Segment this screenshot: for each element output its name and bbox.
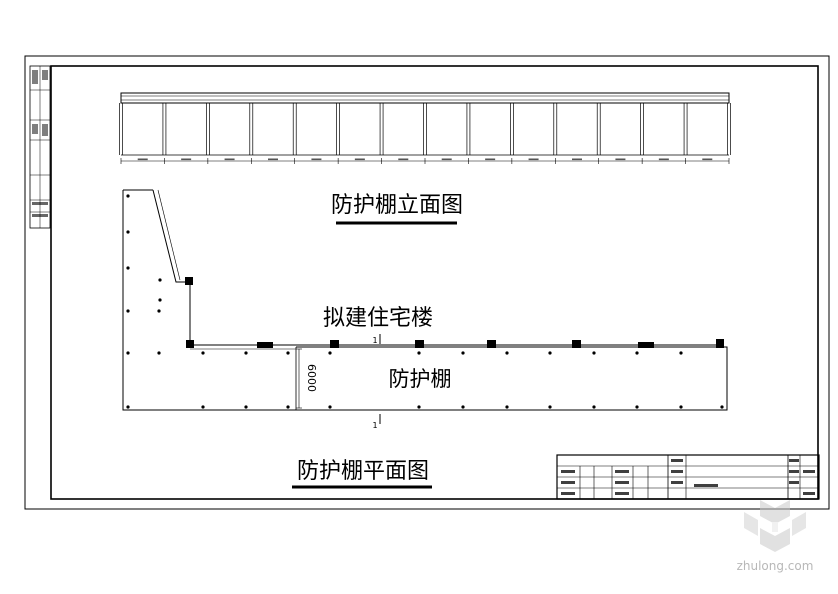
post-dot xyxy=(417,351,421,355)
dimension-value-mark xyxy=(702,158,713,161)
dimension-value-mark xyxy=(137,158,148,161)
dimension-value-mark xyxy=(658,158,669,161)
post-dot xyxy=(244,405,248,409)
elevation-dimension-ticks xyxy=(120,158,730,164)
elevation-title: 防护棚立面图 xyxy=(331,193,463,218)
post-dot xyxy=(461,405,465,409)
post-dot xyxy=(201,351,205,355)
dimension-value-mark xyxy=(311,158,322,161)
dimension-value-mark xyxy=(354,158,365,161)
plan-view xyxy=(122,189,728,424)
dimension-value-mark xyxy=(268,158,278,161)
binding-strip xyxy=(29,65,51,229)
plan-title: 防护棚平面图 xyxy=(297,459,429,484)
dimension-value-mark xyxy=(615,158,626,161)
post-dot xyxy=(126,194,130,198)
elevation-posts xyxy=(119,103,731,155)
building-label: 拟建住宅楼 xyxy=(323,306,433,331)
post-dot xyxy=(548,405,552,409)
dimension-value-mark xyxy=(181,158,192,161)
dimension-value-mark xyxy=(485,158,496,161)
post-dot xyxy=(126,309,130,313)
dimension-value-mark xyxy=(441,158,452,161)
section-mark-bottom: 1 xyxy=(372,421,377,430)
post-dot xyxy=(126,230,130,234)
post-dot xyxy=(157,309,161,313)
shed-depth-dimension: 6000 xyxy=(305,364,318,392)
post-dot xyxy=(679,405,683,409)
watermark-site: zhulong.com xyxy=(737,559,814,573)
title-block xyxy=(556,454,820,500)
post-dot xyxy=(635,351,639,355)
post-dot xyxy=(286,351,290,355)
post-dot xyxy=(286,405,290,409)
post-dot xyxy=(126,266,130,270)
post-dot xyxy=(679,351,683,355)
post-dot xyxy=(635,405,639,409)
post-dot xyxy=(720,405,724,409)
dimension-value-mark xyxy=(528,158,539,161)
post-dot xyxy=(157,351,161,355)
post-dot xyxy=(126,351,130,355)
post-dot xyxy=(417,405,421,409)
section-mark-top: 1 xyxy=(372,336,377,345)
post-dot xyxy=(548,351,552,355)
plan-columns xyxy=(185,277,724,348)
shed-label: 防护棚 xyxy=(389,367,452,391)
dimension-value-mark xyxy=(398,158,409,161)
post-dot xyxy=(201,405,205,409)
post-dot xyxy=(505,351,509,355)
dimension-value-mark xyxy=(572,158,582,161)
post-dot xyxy=(158,278,162,282)
sheet-inner-frame xyxy=(50,65,819,500)
plan-post-dots xyxy=(126,194,724,409)
post-dot xyxy=(461,351,465,355)
post-dot xyxy=(126,405,130,409)
dimension-value-mark xyxy=(224,158,235,161)
post-dot xyxy=(592,351,596,355)
watermark-logo-icon xyxy=(744,500,806,552)
post-dot xyxy=(505,405,509,409)
post-dot xyxy=(592,405,596,409)
post-dot xyxy=(328,351,332,355)
sheet-outer-border xyxy=(24,55,830,510)
elevation-view xyxy=(119,92,731,164)
post-dot xyxy=(244,351,248,355)
post-dot xyxy=(328,405,332,409)
post-dot xyxy=(158,298,162,302)
